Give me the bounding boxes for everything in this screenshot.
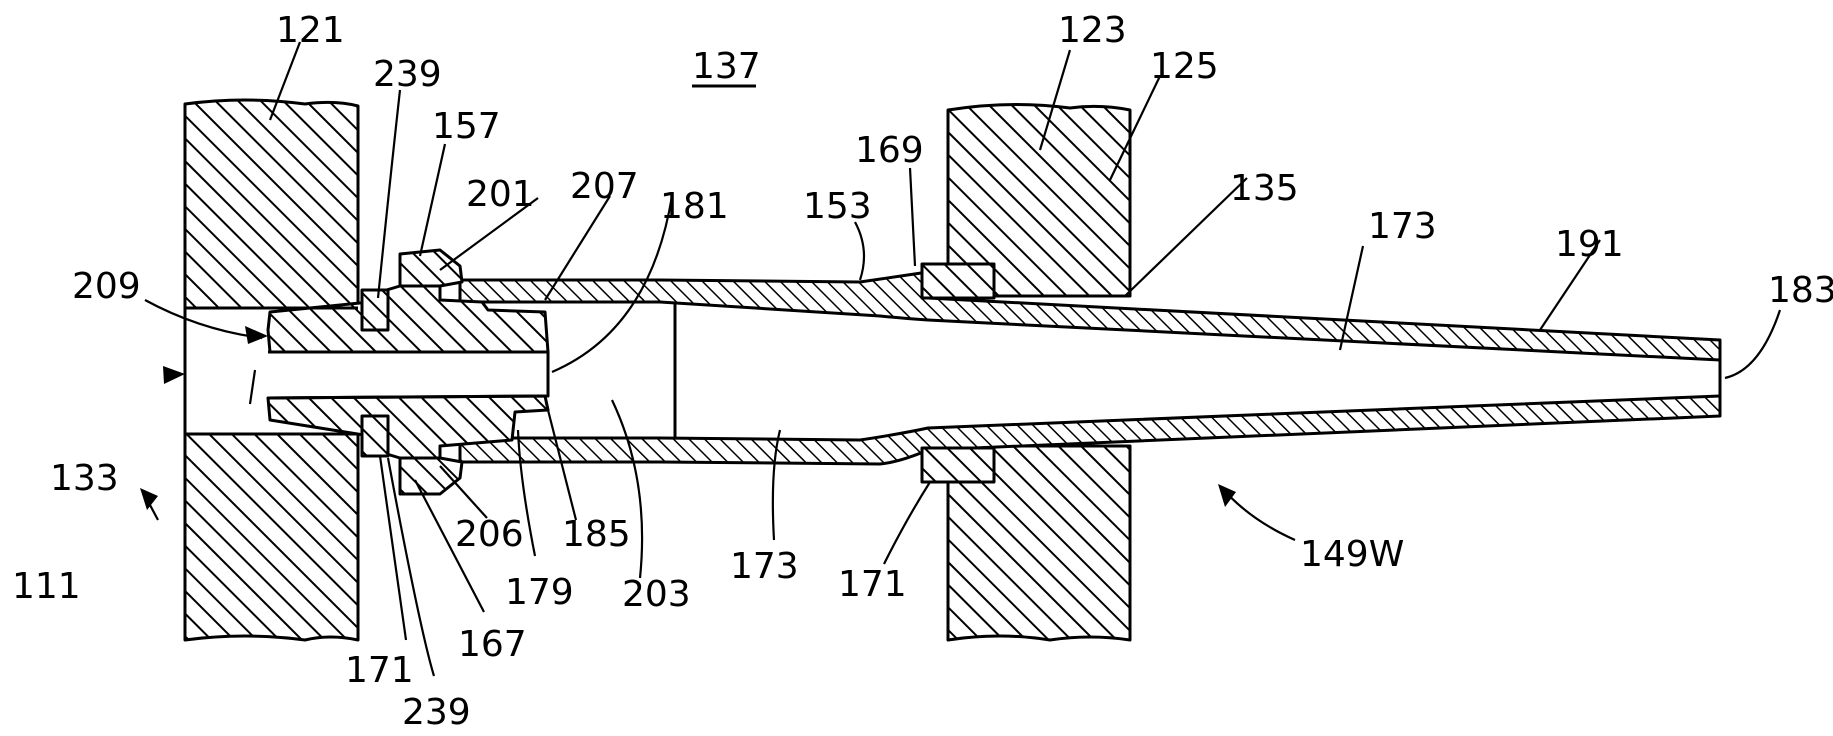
right-wall	[948, 104, 1130, 640]
label-133: 133	[50, 458, 119, 499]
arrow-149w	[1218, 484, 1236, 507]
flange-lower	[400, 458, 462, 494]
label-203: 203	[622, 574, 691, 615]
label-149w: 149W	[1300, 534, 1404, 575]
label-173-bottom: 173	[730, 546, 799, 587]
seal-upper-right	[922, 264, 994, 298]
label-167: 167	[458, 624, 527, 665]
flange-upper	[400, 250, 462, 286]
label-135: 135	[1230, 168, 1299, 209]
label-239-bottom: 239	[402, 692, 471, 733]
label-209: 209	[72, 266, 141, 307]
label-153: 153	[803, 186, 872, 227]
label-169: 169	[855, 130, 924, 171]
label-171-right: 171	[838, 564, 907, 605]
left-wall-upper	[185, 100, 358, 308]
label-125: 125	[1150, 46, 1219, 87]
label-173-top: 173	[1368, 206, 1437, 247]
label-183: 183	[1768, 270, 1833, 311]
label-157: 157	[432, 106, 501, 147]
label-137: 137	[692, 46, 761, 87]
label-239-top: 239	[373, 54, 442, 95]
label-181: 181	[660, 186, 729, 227]
label-207: 207	[570, 166, 639, 207]
arrow-209	[245, 326, 268, 344]
seal-lower-right	[922, 448, 994, 482]
label-206: 206	[455, 514, 524, 555]
arrow-111	[140, 488, 158, 510]
oring-upper	[362, 290, 388, 330]
label-185: 185	[562, 514, 631, 555]
label-201: 201	[466, 174, 535, 215]
hub-bore	[268, 352, 548, 398]
left-wall-lower	[185, 434, 358, 640]
label-111: 111	[12, 566, 81, 607]
label-171-left: 171	[345, 650, 414, 691]
label-191: 191	[1555, 224, 1624, 265]
left-wall	[185, 100, 358, 640]
oring-lower	[362, 416, 388, 456]
arrow-133	[163, 366, 185, 384]
label-123: 123	[1058, 10, 1127, 51]
label-121: 121	[276, 10, 345, 51]
label-179: 179	[505, 572, 574, 613]
